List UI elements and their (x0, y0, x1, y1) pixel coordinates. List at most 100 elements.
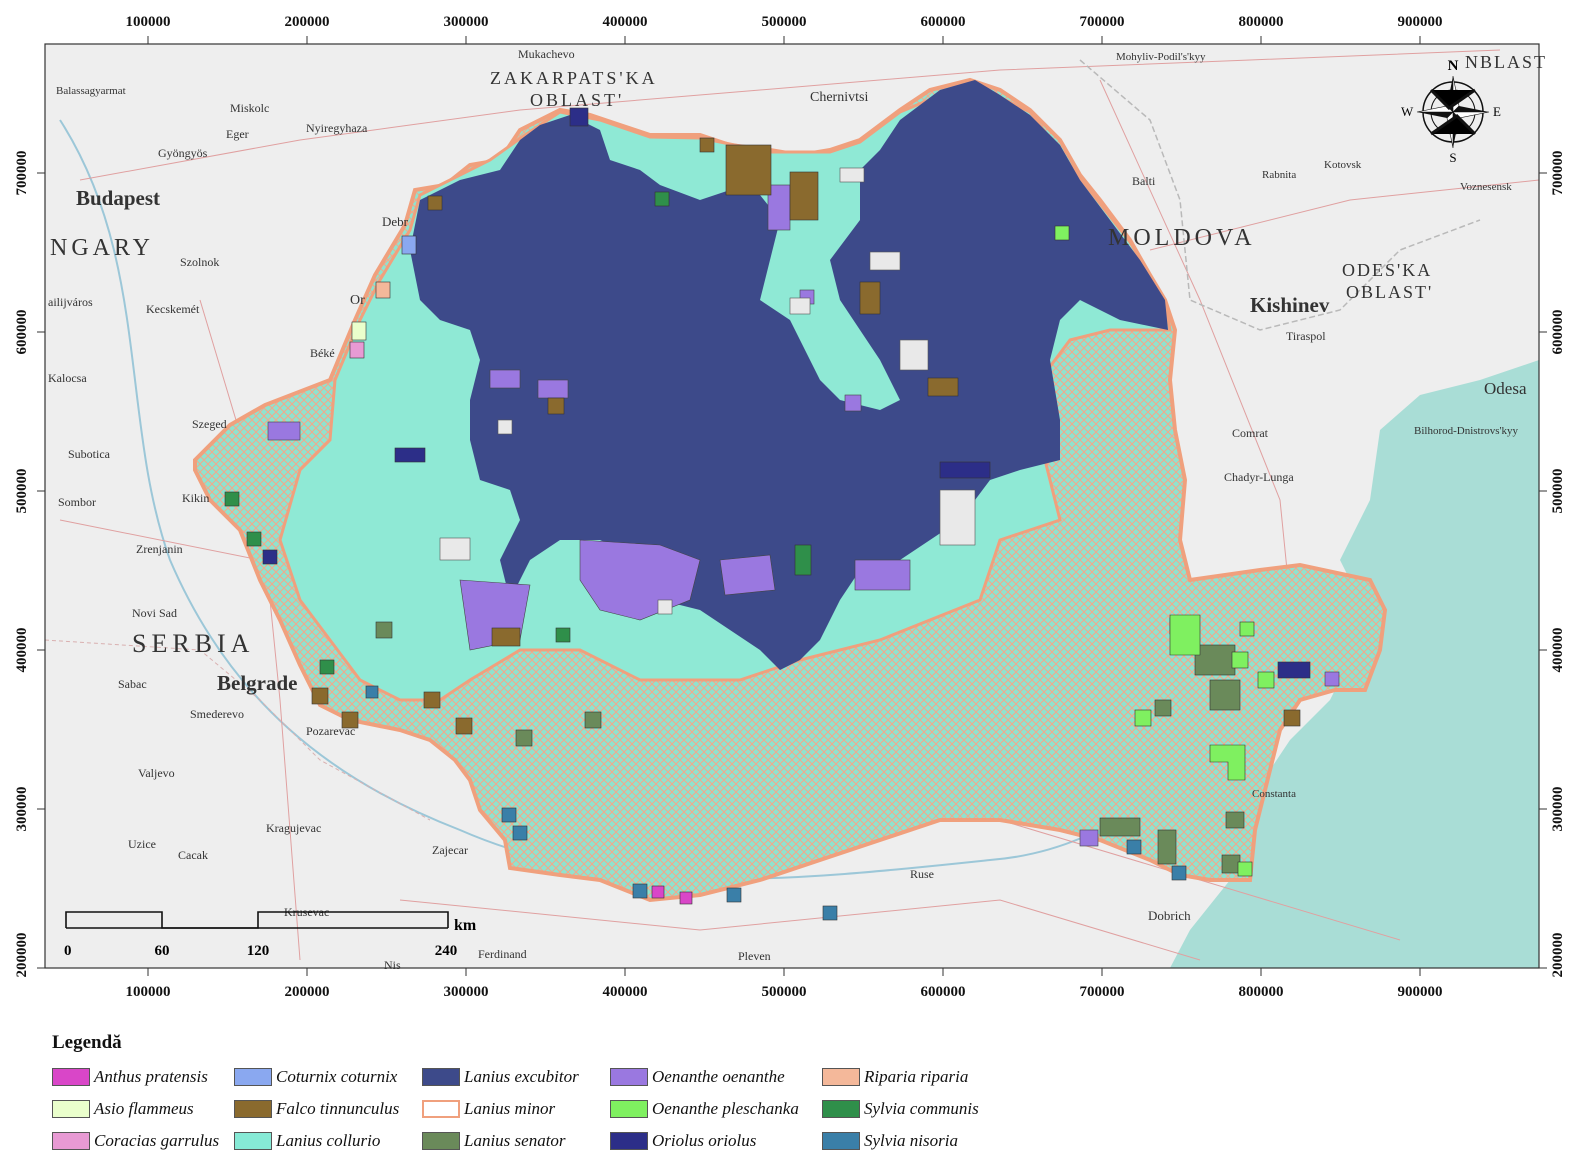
scale-label: 60 (155, 943, 170, 959)
x-ticks-bottom: 100000 200000 300000 400000 500000 60000… (126, 984, 1443, 1000)
lanius-excubitor-area (410, 80, 1168, 670)
x-tick-label: 500000 (762, 14, 807, 30)
legend-label: Anthus pratensis (94, 1067, 208, 1086)
place-rabnita: Rabnita (1262, 169, 1296, 181)
place-kragujevac: Kragujevac (266, 821, 321, 835)
x-tick-label: 800000 (1239, 14, 1284, 30)
place-smederevo: Smederevo (190, 707, 244, 721)
legend-item: Coturnix coturnix (234, 1064, 422, 1090)
x-tick-label: 100000 (126, 984, 171, 1000)
place-dobrich: Dobrich (1148, 908, 1191, 923)
legend-label: Coturnix coturnix (276, 1067, 398, 1086)
place-belgrade: Belgrade (217, 671, 297, 695)
place-pleven: Pleven (738, 949, 771, 963)
legend-item: Oriolus oriolus (610, 1128, 822, 1154)
legend-swatch (234, 1068, 272, 1086)
place-chadyr: Chadyr-Lunga (1224, 470, 1294, 484)
place-subotica: Subotica (68, 447, 111, 461)
x-tick-label: 300000 (444, 984, 489, 1000)
place-oradea: Or (350, 293, 365, 308)
y-tick-label: 200000 (1550, 933, 1566, 978)
y-tick-label: 500000 (1550, 469, 1566, 514)
place-pozarevac: Pozarevac (306, 724, 355, 738)
y-tick-label: 300000 (14, 787, 30, 832)
legend-item: Coracias garrulus (52, 1128, 234, 1154)
legend-label: Sylvia communis (864, 1099, 979, 1118)
coracias-garrulus-patch (349, 341, 365, 359)
place-cacak: Cacak (178, 848, 208, 862)
place-mukachevo: Mukachevo (518, 47, 575, 61)
coturnix-coturnix-patch (401, 235, 417, 255)
x-tick-label: 600000 (921, 984, 966, 1000)
legend-item: Oenanthe pleschanka (610, 1096, 822, 1122)
legend-swatch (422, 1100, 460, 1118)
oenanthe-oenanthe-patches (267, 184, 1340, 847)
legend-item: Anthus pratensis (52, 1064, 234, 1090)
place-oblast: OBLAST' (1346, 282, 1433, 302)
legend-label: Lanius excubitor (464, 1067, 579, 1086)
legend-label: Oriolus oriolus (652, 1131, 757, 1150)
legend-label: Oenanthe oenanthe (652, 1067, 785, 1086)
riparia-riparia-patch (375, 281, 391, 299)
x-tick-label: 400000 (603, 14, 648, 30)
sylvia-nisoria-patches (365, 685, 1187, 921)
place-moldova: MOLDOVA (1108, 225, 1256, 251)
legend-swatch (234, 1100, 272, 1118)
y-tick-label: 700000 (1550, 151, 1566, 196)
legend-swatch (822, 1068, 860, 1086)
scale-label: 240 (435, 943, 458, 959)
scale-label: 0 (64, 943, 72, 959)
x-tick-label: 100000 (126, 14, 171, 30)
place-nis: Nis (384, 958, 401, 972)
legend-label: Lanius senator (464, 1131, 566, 1150)
legend-item: Lanius senator (422, 1128, 610, 1154)
place-serbia: SERBIA (132, 629, 254, 658)
west-label: W (1401, 104, 1414, 119)
place-kotovsk: Kotovsk (1324, 159, 1362, 171)
legend-label: Coracias garrulus (94, 1131, 220, 1150)
legend-swatch (610, 1100, 648, 1118)
scale-label: 120 (247, 943, 270, 959)
x-tick-label: 200000 (285, 14, 330, 30)
x-tick-label: 400000 (603, 984, 648, 1000)
place-debrecen: Debr (382, 214, 409, 229)
anthus-pratensis-patch (679, 891, 693, 905)
place-comrat: Comrat (1232, 426, 1269, 440)
legend-item: Lanius minor (422, 1096, 610, 1122)
x-tick-label: 700000 (1080, 984, 1125, 1000)
falco-tinnunculus-patches (311, 137, 1301, 735)
x-tick-label: 900000 (1398, 984, 1443, 1000)
x-tick-label: 900000 (1398, 14, 1443, 30)
legend-item: Asio flammeus (52, 1096, 234, 1122)
place-uzice: Uzice (128, 837, 156, 851)
place-voznesensk: Voznesensk (1460, 181, 1512, 193)
place-balassagyarmat: Balassagyarmat (56, 85, 126, 97)
legend-title: Legendă (52, 1032, 122, 1053)
place-kecskemet: Kecskemét (146, 302, 200, 316)
east-label: E (1493, 104, 1501, 119)
legend-swatch (610, 1068, 648, 1086)
y-tick-label: 600000 (1550, 310, 1566, 355)
place-szeged: Szeged (192, 417, 227, 431)
sylvia-communis-patches (224, 191, 812, 675)
place-bilhorod: Bilhorod-Dnistrovs'kyy (1414, 425, 1519, 437)
legend-swatch (52, 1132, 90, 1150)
north-label: N (1448, 58, 1459, 74)
legend-label: Oenanthe pleschanka (652, 1099, 799, 1118)
map-border (44, 43, 1540, 969)
legend-item: Oenanthe oenanthe (610, 1064, 822, 1090)
place-sabac: Sabac (118, 677, 147, 691)
place-zak-oblast: OBLAST' (530, 90, 624, 110)
legend-swatch (234, 1132, 272, 1150)
place-odesa: Odesa (1484, 379, 1527, 398)
place-kishinev: Kishinev (1250, 293, 1330, 317)
legend-label: Falco tinnunculus (276, 1099, 400, 1118)
legend-swatch (610, 1132, 648, 1150)
place-eger: Eger (226, 127, 249, 141)
place-ferdinand: Ferdinand (478, 947, 527, 961)
y-tick-label: 500000 (14, 469, 30, 514)
place-budapest: Budapest (76, 186, 160, 210)
oenanthe-pleschanka-patches (1054, 225, 1275, 877)
place-miskolc: Miskolc (230, 101, 269, 115)
